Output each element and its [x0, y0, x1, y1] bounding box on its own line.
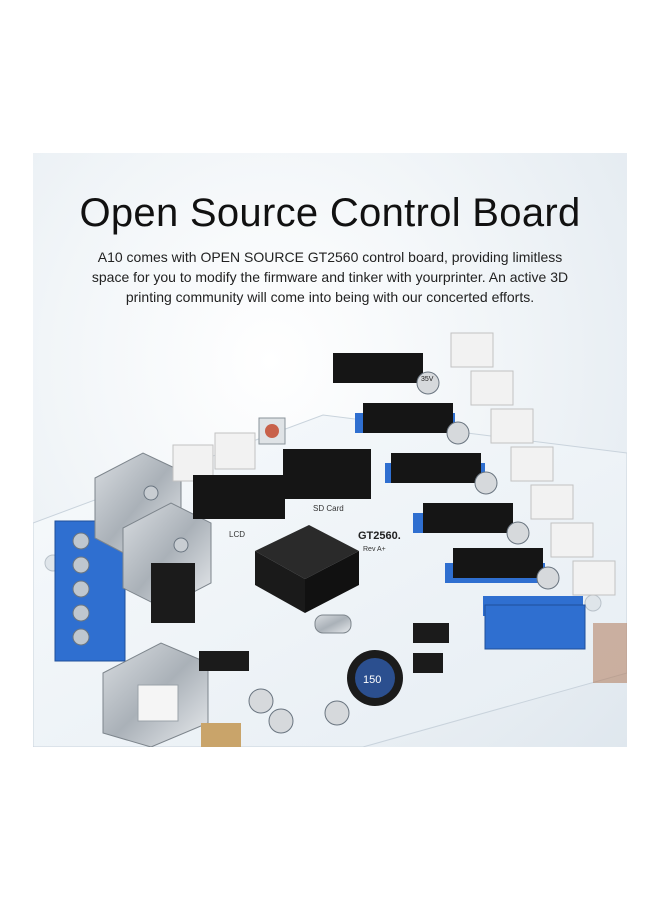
- control-board-illustration: LCD SD Card: [33, 332, 627, 747]
- inductor-label: 150: [363, 674, 381, 686]
- board-model-label: GT2560.: [358, 530, 401, 542]
- lcd-sd-headers: LCD SD Card: [193, 449, 371, 539]
- microcontroller-chip: GT2560. Rev A+: [255, 525, 401, 613]
- page-title: Open Source Control Board: [79, 191, 581, 235]
- page-description: A10 comes with OPEN SOURCE GT2560 contro…: [91, 249, 569, 305]
- electrolytic-capacitors: [248, 688, 350, 734]
- mounting-hole: [584, 594, 602, 612]
- pcb-copper-edge: [593, 623, 627, 683]
- small-ics: [199, 623, 449, 747]
- sd-card-label: SD Card: [313, 504, 344, 513]
- power-inductor: 150: [347, 650, 403, 706]
- blue-pin-header: [484, 604, 586, 650]
- lcd-label: LCD: [229, 530, 245, 539]
- mosfet-heatsinks: [94, 452, 212, 623]
- capacitor-label: 35V: [421, 376, 434, 383]
- usb-connector: [102, 642, 209, 747]
- white-connectors-right: [450, 332, 616, 596]
- board-revision-label: Rev A+: [363, 546, 386, 553]
- crystal-oscillator: [314, 614, 352, 634]
- reset-button: [258, 417, 286, 445]
